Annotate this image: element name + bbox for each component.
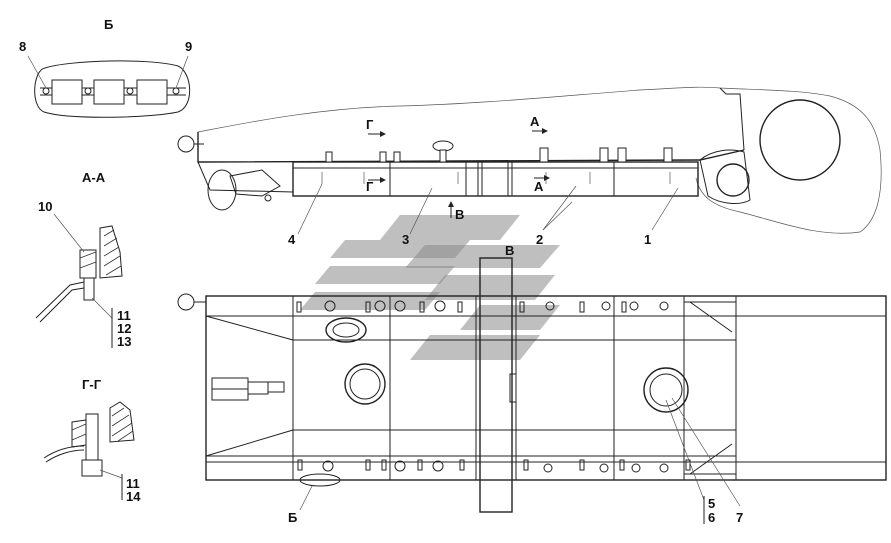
view-b-outline [34, 60, 191, 118]
view-b-detail: Б 8 9 [19, 17, 192, 118]
callout-4: 4 [288, 232, 296, 247]
callout-9: 9 [185, 39, 192, 54]
callout-1: 1 [644, 232, 651, 247]
bolt-head [79, 249, 97, 279]
tow-ball [177, 135, 195, 153]
section-marker-a-top: А [530, 114, 540, 129]
fastener-block [51, 79, 83, 105]
section-aa-title: А-А [82, 170, 106, 185]
bolt-shank [85, 413, 99, 465]
section-aa-detail: А-А 10 11 12 13 [35, 170, 131, 349]
pivot-hole-large [759, 99, 841, 181]
bolt-shank [83, 277, 95, 301]
inspection-cover [344, 363, 386, 405]
section-marker-g-top: Г [366, 117, 374, 132]
callout-2: 2 [536, 232, 543, 247]
tank-body [292, 161, 699, 197]
pivot-hole-small [716, 163, 750, 197]
callout-14: 14 [126, 489, 141, 504]
callout-10: 10 [38, 199, 52, 214]
top-bolts [325, 140, 673, 163]
filler-neck [325, 317, 367, 343]
view-v-title: В [505, 243, 514, 258]
view-b-title: Б [104, 17, 113, 32]
callout-11-gg: 11 [126, 476, 140, 491]
side-view: Г Г А А В 4 3 2 1 [177, 86, 882, 247]
bottom-view-b-label: Б [288, 510, 297, 525]
nut [81, 459, 103, 477]
section-marker-a-bottom: А [534, 179, 544, 194]
frame-section [99, 225, 123, 279]
section-marker-v: В [455, 207, 464, 222]
callout-11-aa: 11 [117, 308, 131, 323]
callout-8: 8 [19, 39, 26, 54]
fastener-block [93, 79, 125, 105]
callout-7: 7 [736, 510, 743, 525]
tow-ball [177, 293, 195, 311]
callout-6: 6 [708, 510, 715, 525]
watermark-logo [300, 215, 560, 360]
plan-view: В [177, 243, 887, 525]
bolt-row-top [296, 300, 669, 313]
callout-3: 3 [402, 232, 409, 247]
fastener-block [136, 79, 168, 105]
callout-12: 12 [117, 321, 131, 336]
wheel [207, 169, 237, 211]
callout-13: 13 [117, 334, 131, 349]
frame-outline [205, 295, 887, 481]
section-gg-title: Г-Г [82, 377, 102, 392]
section-gg-detail: Г-Г 11 14 [43, 377, 141, 504]
beam-top-edge [197, 132, 745, 163]
section-marker-g-bottom: Г [366, 179, 374, 194]
cross-beam [479, 257, 513, 513]
cab-outline [197, 86, 882, 234]
view-b-marker [299, 473, 341, 487]
frame-section [109, 401, 135, 443]
inspection-cover [643, 367, 689, 413]
callout-5: 5 [708, 496, 715, 511]
bolt-row-bottom [297, 459, 691, 473]
